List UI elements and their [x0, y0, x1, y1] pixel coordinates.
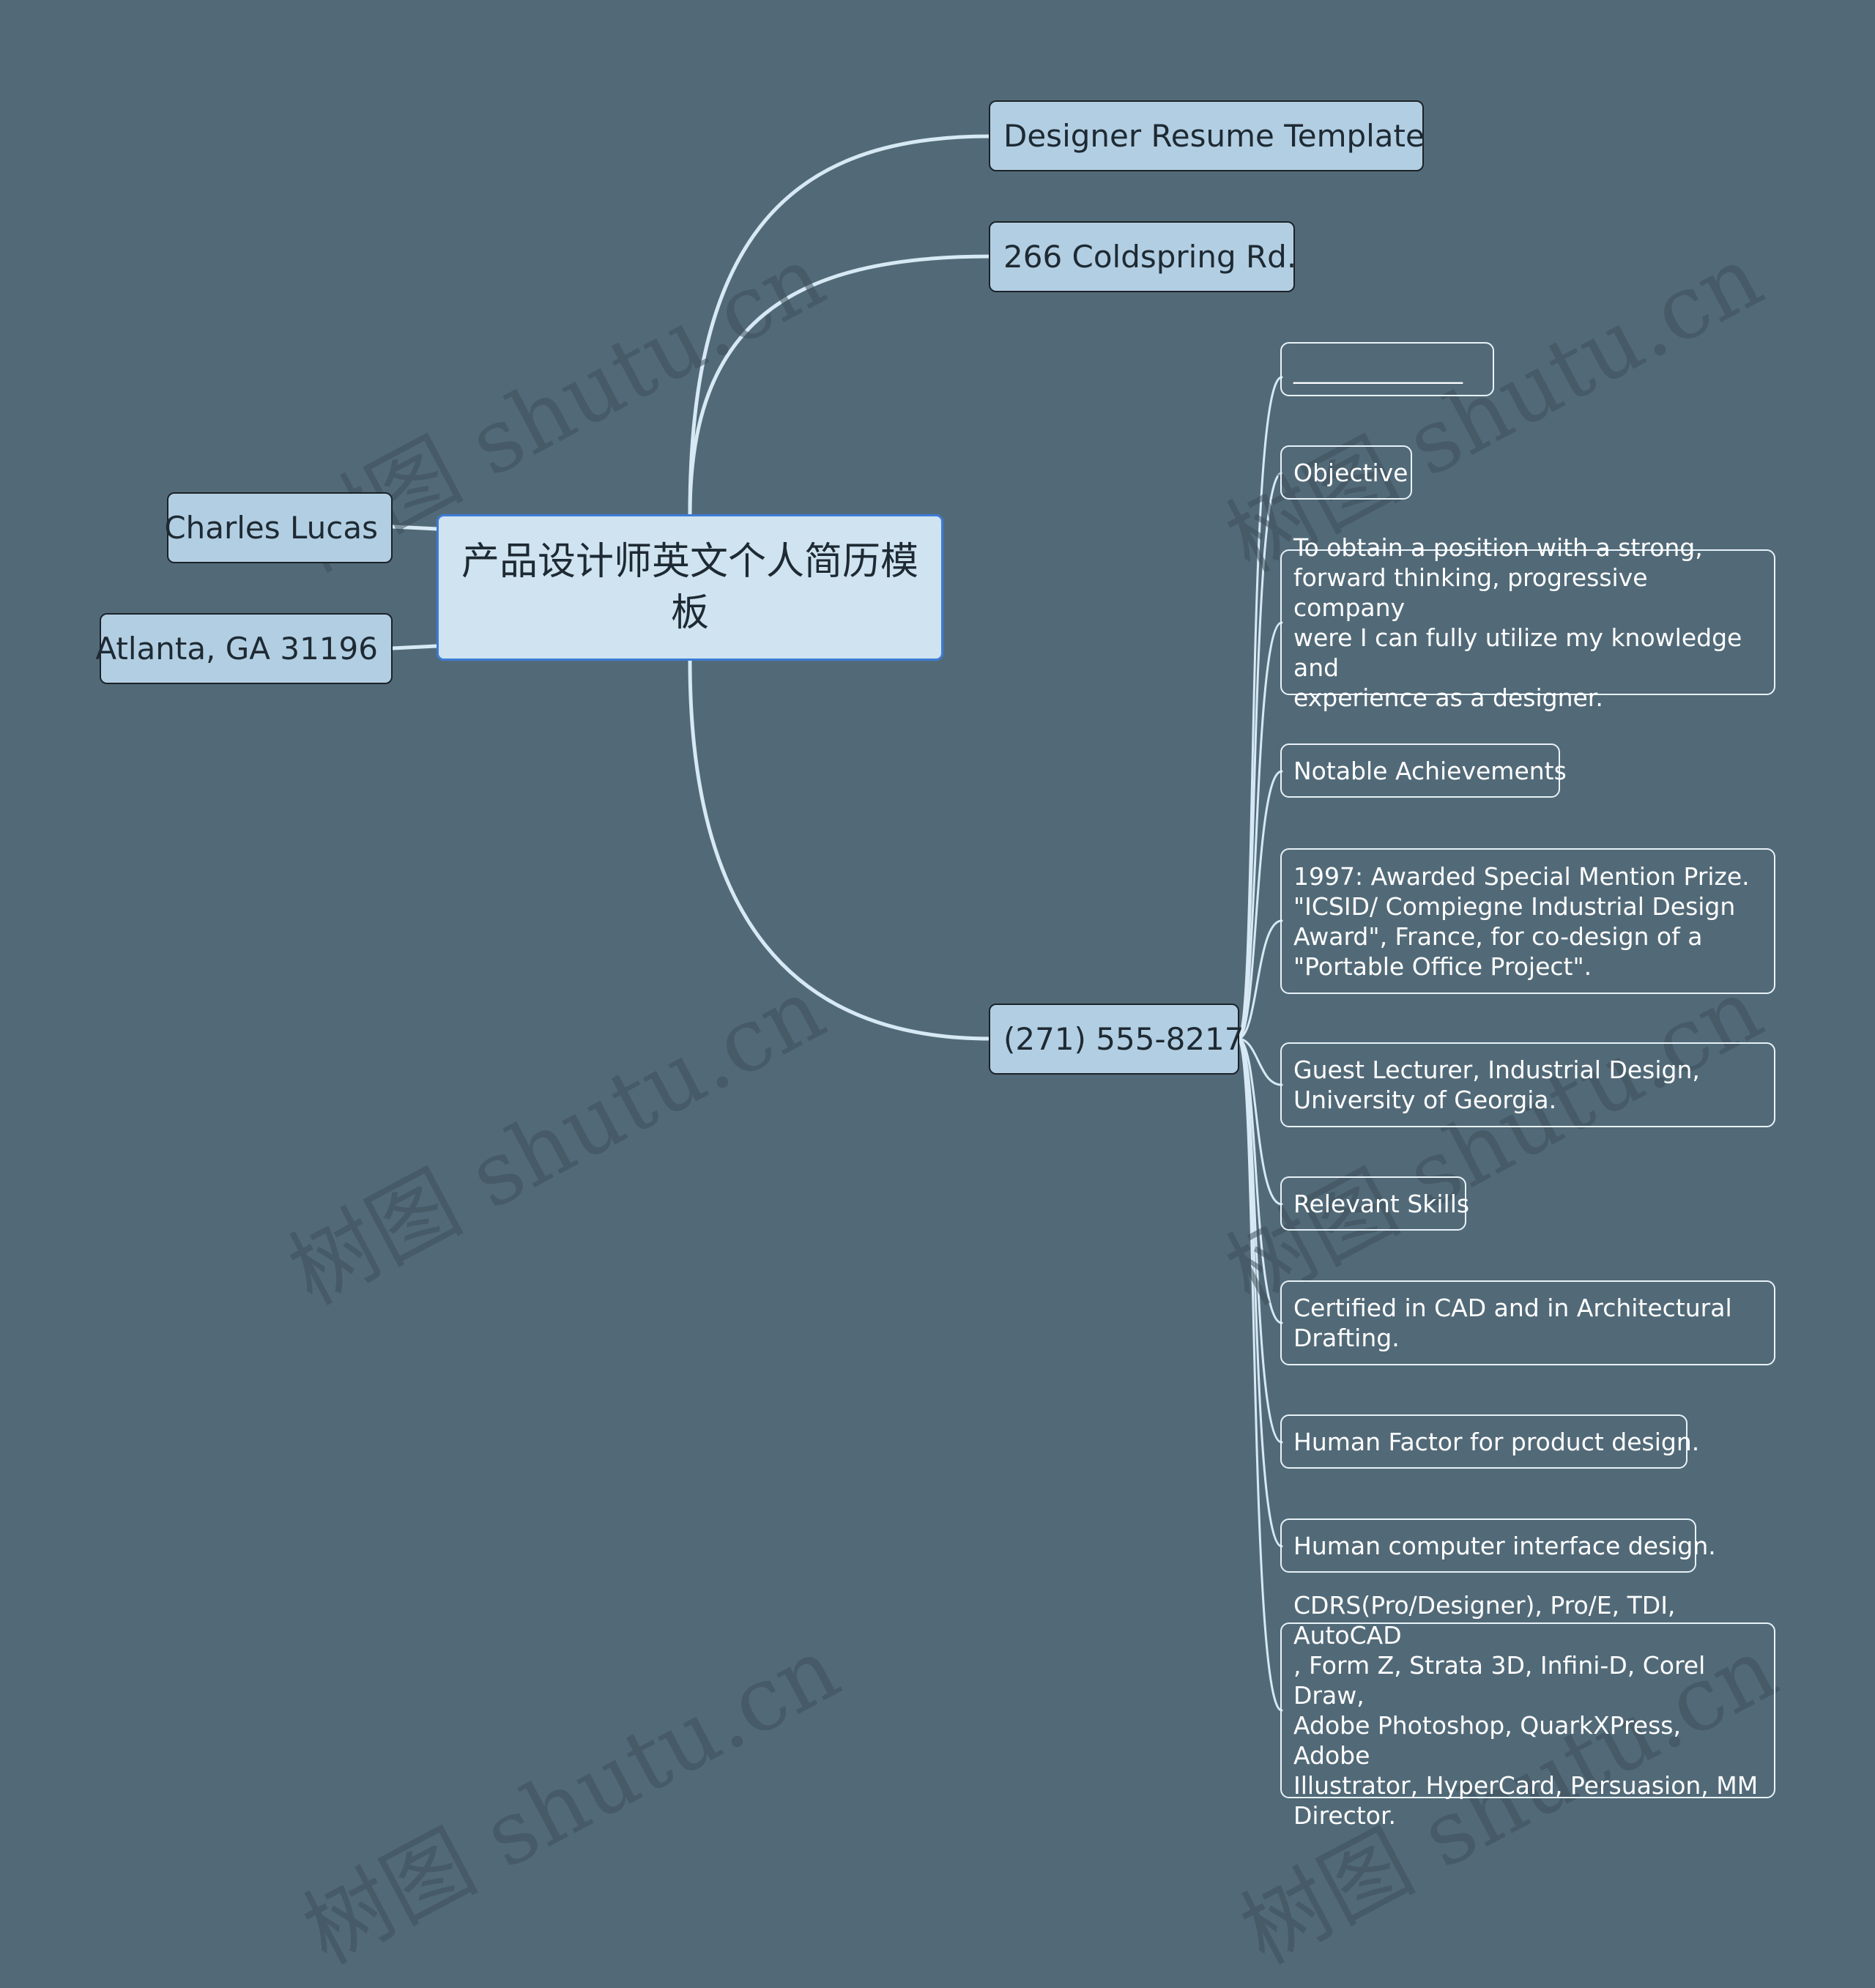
- subtopic-guest-lecturer[interactable]: Guest Lecturer, Industrial Design, Unive…: [1280, 1042, 1775, 1127]
- subtopic-label: CDRS(Pro/Designer), Pro/E, TDI, AutoCAD …: [1293, 1591, 1759, 1830]
- connector-lines: [390, 134, 1283, 1712]
- subtopic-label: Objective: [1293, 458, 1408, 487]
- subtopic-objective-text[interactable]: To obtain a position with a strong, forw…: [1280, 533, 1775, 712]
- subtopic-label: Guest Lecturer, Industrial Design, Unive…: [1293, 1056, 1700, 1114]
- subtopic-label: 1997: Awarded Special Mention Prize. "IC…: [1293, 861, 1750, 981]
- topic-city[interactable]: Atlanta, GA 31196: [95, 613, 393, 684]
- topic-designer-resume-template[interactable]: Designer Resume Template: [989, 100, 1425, 171]
- subtopic-software-list[interactable]: CDRS(Pro/Designer), Pro/E, TDI, AutoCAD …: [1280, 1591, 1775, 1830]
- subtopic-blank-line[interactable]: ______________: [1280, 342, 1494, 396]
- topic-name[interactable]: Charles Lucas: [164, 492, 393, 563]
- link-root-phone: [688, 659, 992, 1041]
- link-phone-child-6: [1236, 1037, 1283, 1086]
- link-root-address: [688, 254, 992, 516]
- subtopic-label: Certified in CAD and in Architectural Dr…: [1293, 1294, 1732, 1352]
- topic-label: Atlanta, GA 31196: [95, 631, 378, 667]
- root-topic[interactable]: 产品设计师英文个人简历模板: [437, 514, 943, 661]
- link-phone-child-7: [1236, 1037, 1283, 1206]
- subtopic-cad-certification[interactable]: Certified in CAD and in Architectural Dr…: [1280, 1280, 1775, 1365]
- mind-map-canvas: 树图 shutu.cn 树图 shutu.cn 树图 shutu.cn 树图 s…: [95, 100, 1792, 1984]
- topic-phone[interactable]: (271) 555-8217: [989, 1004, 1244, 1075]
- subtopic-label: Relevant Skills: [1293, 1189, 1470, 1218]
- subtopic-relevant-skills[interactable]: Relevant Skills: [1280, 1176, 1470, 1231]
- topic-label: Designer Resume Template: [1003, 118, 1425, 154]
- subtopic-objective[interactable]: Objective: [1280, 445, 1412, 500]
- subtopic-label: Human Factor for product design.: [1293, 1427, 1700, 1456]
- subtopic-award[interactable]: 1997: Awarded Special Mention Prize. "IC…: [1280, 848, 1775, 994]
- link-phone-child-5: [1236, 919, 1283, 1040]
- link-phone-child-2: [1236, 472, 1283, 1040]
- topic-label: Charles Lucas: [164, 510, 378, 546]
- subtopic-label: ______________: [1293, 355, 1463, 384]
- subtopic-human-factor[interactable]: Human Factor for product design.: [1280, 1414, 1699, 1469]
- link-phone-child-11: [1236, 1037, 1283, 1712]
- subtopic-label: To obtain a position with a strong, forw…: [1293, 533, 1742, 712]
- link-root-designer: [688, 134, 992, 516]
- link-root-city: [390, 644, 439, 650]
- subtopic-label: Human computer interface design.: [1293, 1531, 1716, 1560]
- root-topic-label: 产品设计师英文个人简历模板: [461, 540, 918, 635]
- topic-label: 266 Coldspring Rd.: [1003, 239, 1297, 275]
- topic-address[interactable]: 266 Coldspring Rd.: [989, 221, 1297, 292]
- subtopic-hci-design[interactable]: Human computer interface design.: [1280, 1518, 1716, 1573]
- subtopic-label: Notable Achievements: [1293, 756, 1567, 785]
- link-phone-child-4: [1236, 770, 1283, 1040]
- subtopic-notable-achievements[interactable]: Notable Achievements: [1280, 743, 1567, 798]
- link-phone-child-3: [1236, 621, 1283, 1040]
- topic-label: (271) 555-8217: [1003, 1021, 1244, 1057]
- link-root-name: [390, 524, 439, 531]
